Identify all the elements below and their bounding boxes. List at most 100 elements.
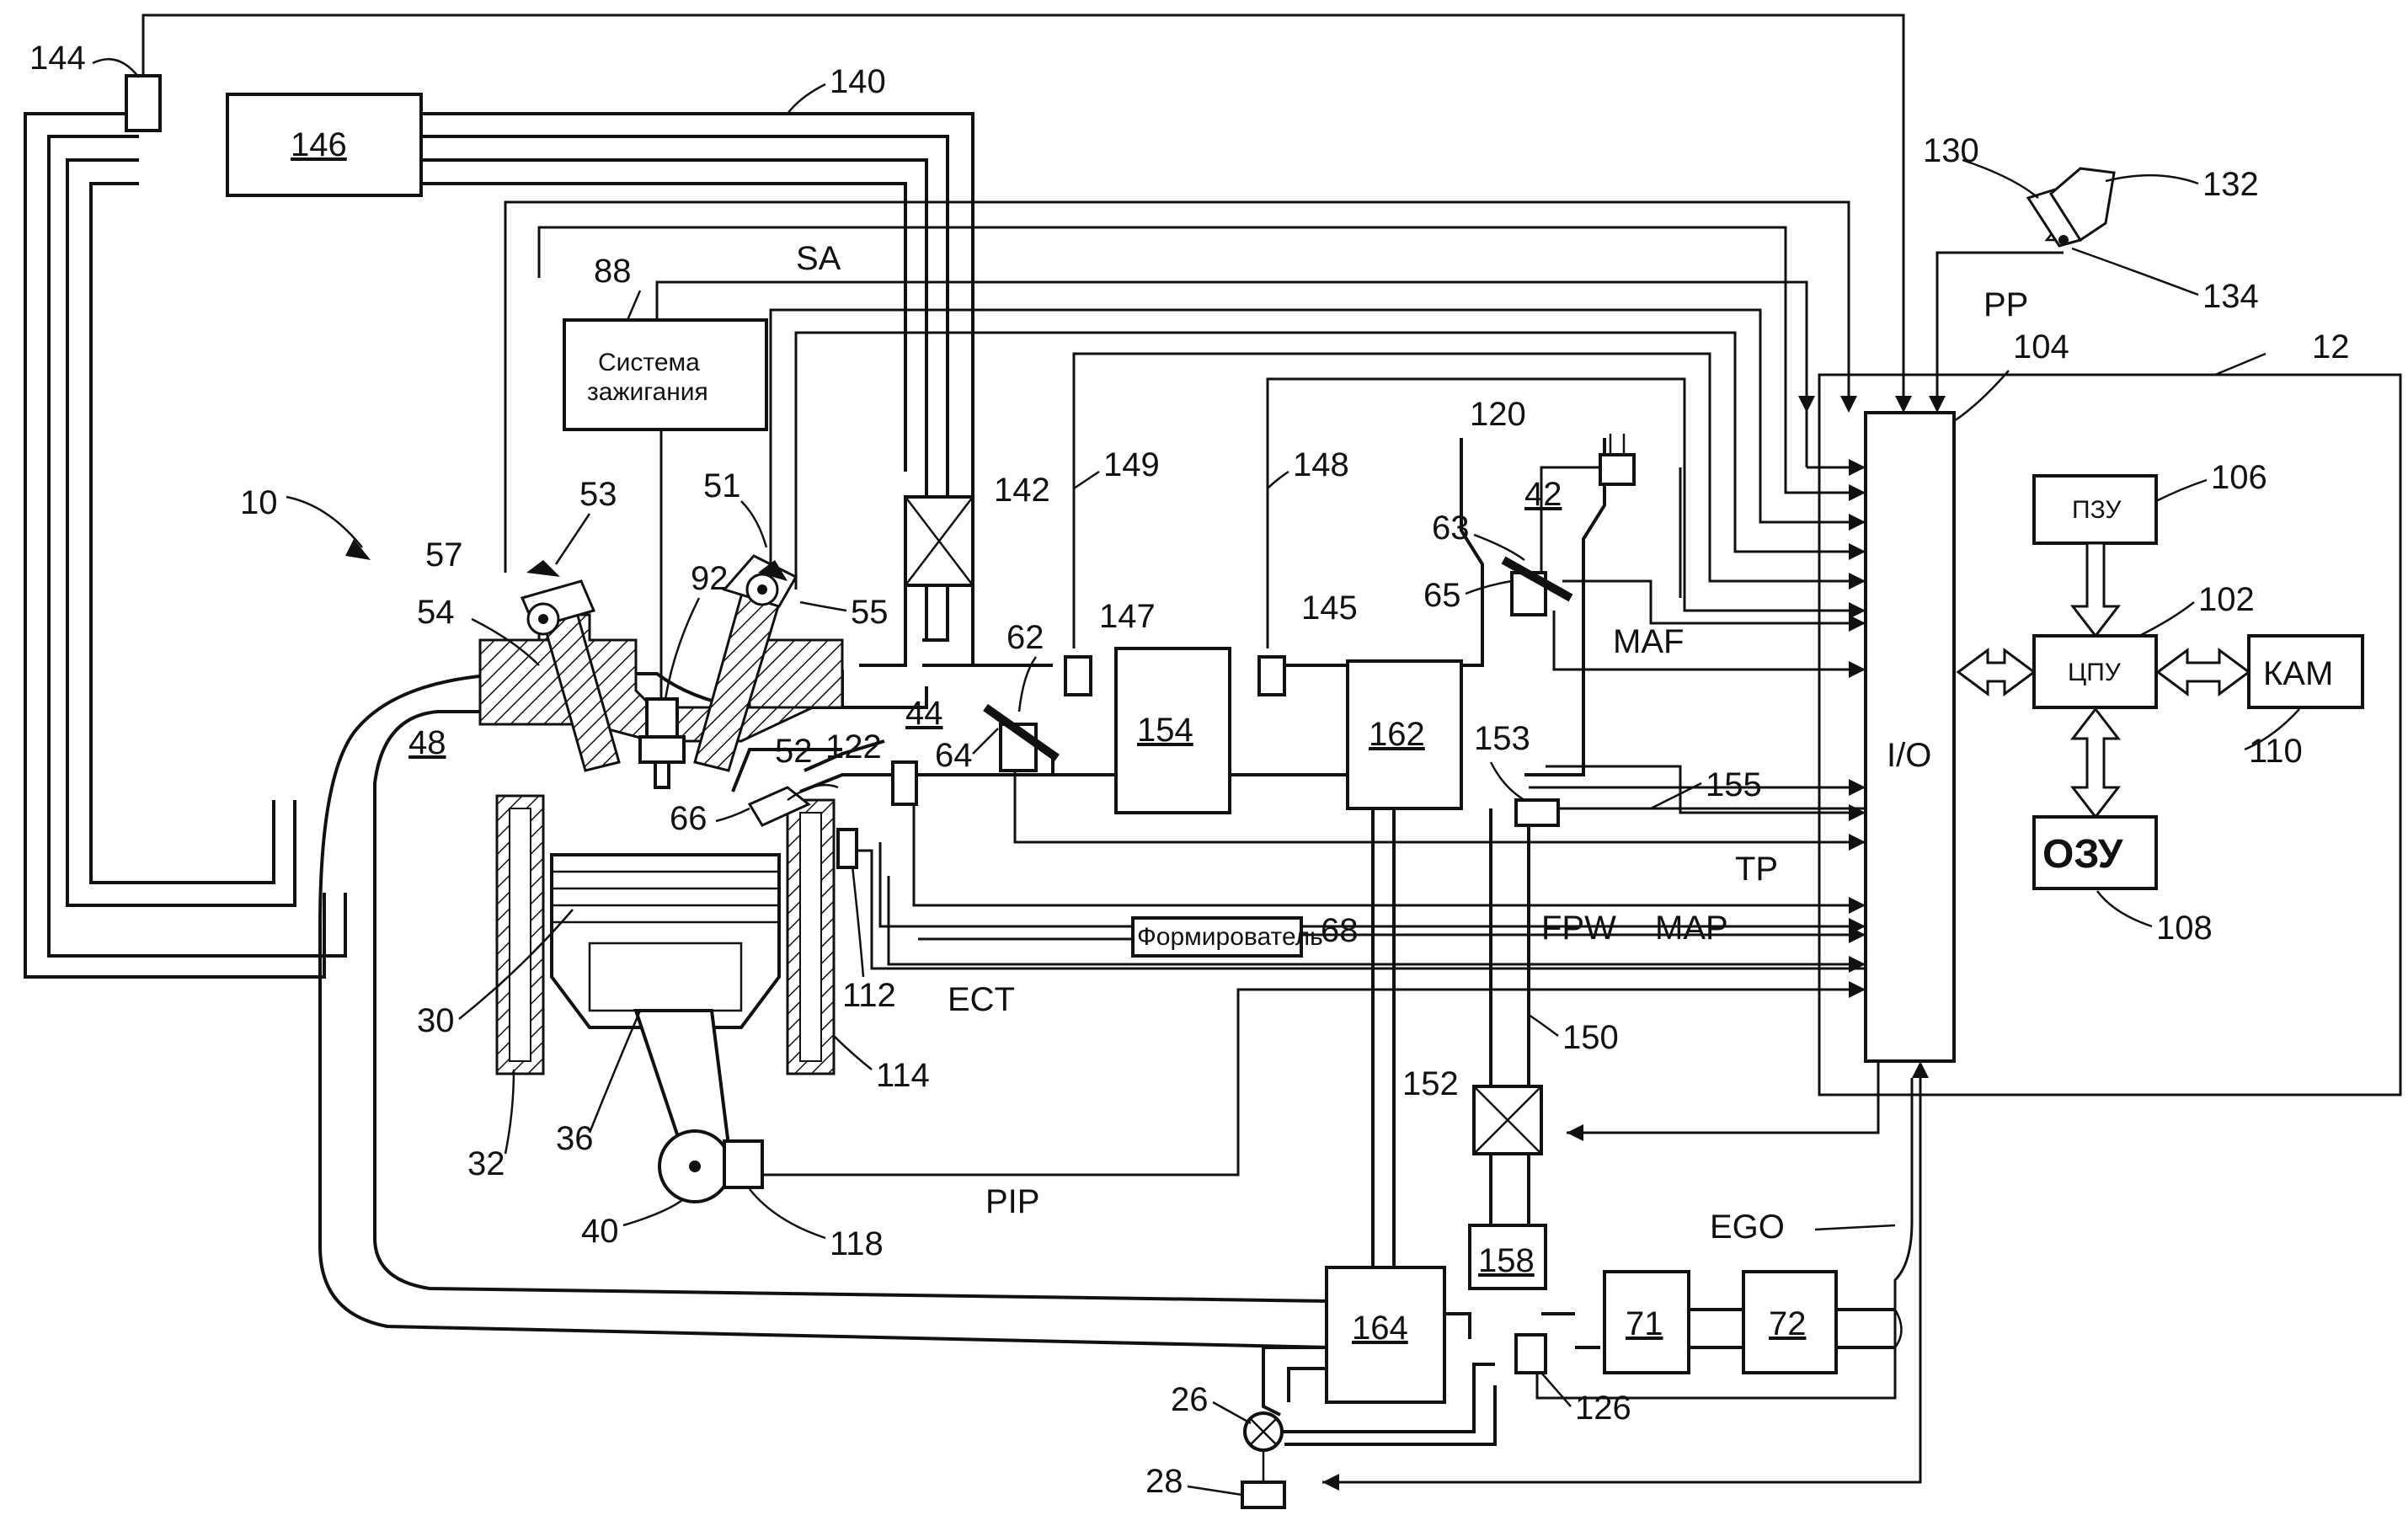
label-147: 147 <box>1099 598 1156 635</box>
box-164 <box>1325 1266 1446 1404</box>
label-149: 149 <box>1103 446 1160 483</box>
svg-text:66: 66 <box>670 800 707 837</box>
label-145: 145 <box>1301 590 1358 627</box>
label-150: 150 <box>1562 1019 1619 1056</box>
rom-label: ПЗУ <box>2072 496 2122 524</box>
intake-duct <box>799 438 1606 793</box>
cpu-label: ЦПУ <box>2068 659 2122 686</box>
label-64: 64 <box>935 737 973 774</box>
signal-ego: EGO <box>1710 1209 1785 1246</box>
label-88: 88 <box>594 253 632 290</box>
sensor-147 <box>1064 655 1092 696</box>
label-28: 28 <box>1145 1463 1183 1500</box>
kam-label: КАМ <box>2263 655 2333 692</box>
box-164-label: 164 <box>1352 1310 1408 1347</box>
fuel-driver-box <box>1131 916 1303 958</box>
io-block <box>1864 411 1956 1063</box>
coolant-loop-bottom-outer <box>421 158 928 640</box>
coolant-loop-inner <box>47 135 347 958</box>
label-26: 26 <box>1171 1381 1209 1418</box>
signal-sa: SA <box>796 240 841 277</box>
throttle-62 <box>983 703 1060 772</box>
sensor-122 <box>891 760 918 806</box>
svg-text:54: 54 <box>417 594 455 631</box>
signal-wires <box>504 200 1922 1484</box>
label-ram-ref: 108 <box>2156 910 2213 947</box>
svg-text:112: 112 <box>842 977 896 1014</box>
label-142: 142 <box>994 472 1050 509</box>
signal-pip: PIP <box>985 1183 1039 1220</box>
label-122: 122 <box>825 728 882 766</box>
box-146-label: 146 <box>291 126 347 163</box>
label-10: 10 <box>240 484 278 521</box>
signal-ect: ECT <box>948 981 1015 1018</box>
fuel-driver-label: Формирователь <box>1137 923 1323 951</box>
label-140: 140 <box>830 63 886 100</box>
svg-text:32: 32 <box>467 1145 505 1182</box>
label-92: 92 <box>691 560 729 597</box>
coolant-loop-top-inner <box>421 135 949 642</box>
coolant-loop-outer <box>24 112 326 979</box>
ignition-label-1: Система <box>598 349 700 376</box>
box-71 <box>1603 1270 1690 1374</box>
svg-text:118: 118 <box>830 1225 884 1262</box>
label-42: 42 <box>1524 476 1562 513</box>
intake-valve <box>693 554 798 772</box>
piston <box>550 853 781 1029</box>
box-146 <box>226 93 423 197</box>
label-kam-ref: 110 <box>2249 733 2303 770</box>
label-65: 65 <box>1423 577 1461 614</box>
spark-plug <box>638 697 686 789</box>
box-71-label: 71 <box>1626 1305 1663 1342</box>
box-72-label: 72 <box>1769 1305 1807 1342</box>
label-148: 148 <box>1293 446 1349 483</box>
sensor-112 <box>836 828 858 869</box>
label-63: 63 <box>1432 510 1470 547</box>
ignition-system-box <box>563 318 768 431</box>
label-pedal-sensor-ref: 134 <box>2202 278 2259 315</box>
label-152: 152 <box>1402 1065 1459 1102</box>
box-162 <box>1346 659 1463 810</box>
signal-tp: TP <box>1735 851 1778 888</box>
box-158 <box>1468 1224 1547 1290</box>
svg-text:36: 36 <box>556 1120 594 1157</box>
bus-arrows <box>1956 542 2251 819</box>
throttle-65 <box>1501 556 1573 616</box>
label-controller-ref: 12 <box>2312 328 2350 365</box>
io-label: I/O <box>1887 737 1931 774</box>
reference-labels: 57 53 54 51 55 52 66 30 112 114 32 36 40… <box>417 467 930 1262</box>
label-144: 144 <box>29 40 86 77</box>
actuator-28 <box>1241 1481 1286 1509</box>
label-48: 48 <box>408 724 446 761</box>
label-120: 120 <box>1470 396 1526 433</box>
coolant-return-inner <box>89 182 275 884</box>
coolant-loop-bottom-inner <box>421 182 907 472</box>
svg-text:114: 114 <box>876 1057 930 1094</box>
box-162-label: 162 <box>1369 716 1425 753</box>
label-cpu-ref: 102 <box>2198 581 2255 618</box>
signal-fpw: FPW <box>1541 910 1616 947</box>
ram-label: ОЗУ <box>2042 832 2124 877</box>
ram-block <box>2032 815 2158 890</box>
svg-text:40: 40 <box>581 1213 619 1250</box>
box-72 <box>1742 1270 1838 1374</box>
crank-sensor-118 <box>723 1139 764 1189</box>
sensor-153 <box>1514 798 1560 827</box>
box-158-label: 158 <box>1478 1242 1535 1279</box>
label-62: 62 <box>1006 619 1044 656</box>
label-44: 44 <box>905 695 943 732</box>
svg-text:57: 57 <box>425 536 463 574</box>
sensor-120 <box>1599 453 1636 486</box>
svg-text:52: 52 <box>775 733 813 770</box>
exhaust-valve <box>520 579 621 772</box>
label-155: 155 <box>1706 766 1762 803</box>
sensor-145 <box>1257 655 1286 696</box>
svg-text:53: 53 <box>579 476 617 513</box>
label-126: 126 <box>1575 1390 1631 1427</box>
coolant-loop-top-outer <box>421 112 974 667</box>
label-rom-ref: 106 <box>2211 459 2267 496</box>
egr-pipe <box>1371 808 1600 1349</box>
box-154 <box>1114 647 1231 814</box>
svg-text:55: 55 <box>851 594 889 631</box>
